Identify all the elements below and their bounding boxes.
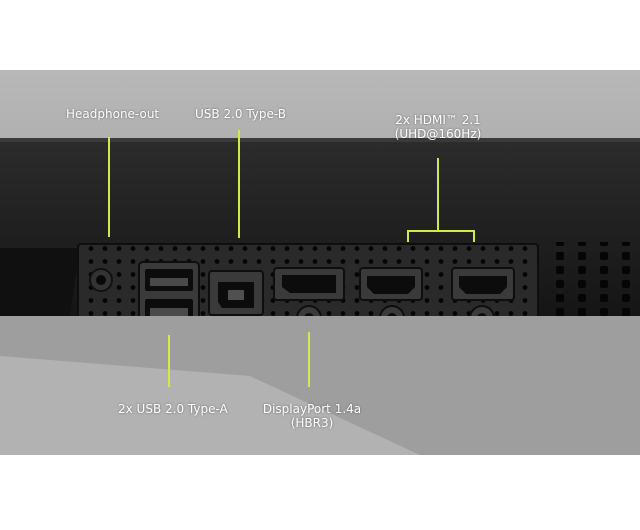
callout-usb-type-b: USB 2.0 Type-B [195,107,287,121]
callout-usb-type-a: 2x USB 2.0 Type-A [118,402,228,416]
backdrop-shading [0,316,640,455]
leader-hdmi-left [407,230,409,242]
callout-displayport-line2: (HBR3) [290,416,334,430]
usb-type-b-port [208,270,264,316]
monitor-io-panel [0,138,640,316]
leader-headphone [108,137,110,237]
hdmi-port-1 [359,267,423,316]
leader-usb-b [238,130,240,238]
leader-hdmi-stem [437,158,439,230]
usb-type-a-ports [138,261,200,316]
callout-hdmi: 2x HDMI™ 2.1 (UHD@160Hz) [378,113,498,141]
callout-displayport-line1: DisplayPort 1.4a [262,402,362,416]
callout-hdmi-line2: (UHD@160Hz) [394,127,482,141]
headphone-jack [89,268,113,292]
vent-grille [545,242,640,316]
leader-hdmi-right [473,230,475,242]
leader-displayport [308,332,310,387]
callout-displayport: DisplayPort 1.4a (HBR3) [252,402,372,430]
leader-usb-a [168,335,170,387]
displayport-port [273,267,345,316]
hdmi-port-2 [451,267,515,316]
leader-hdmi-bar [407,230,475,232]
callout-headphone-out: Headphone-out [66,107,160,121]
callout-hdmi-line1: 2x HDMI™ 2.1 [395,113,481,127]
product-photo-panel: Headphone-out USB 2.0 Type-B 2x HDMI™ 2.… [0,70,640,455]
